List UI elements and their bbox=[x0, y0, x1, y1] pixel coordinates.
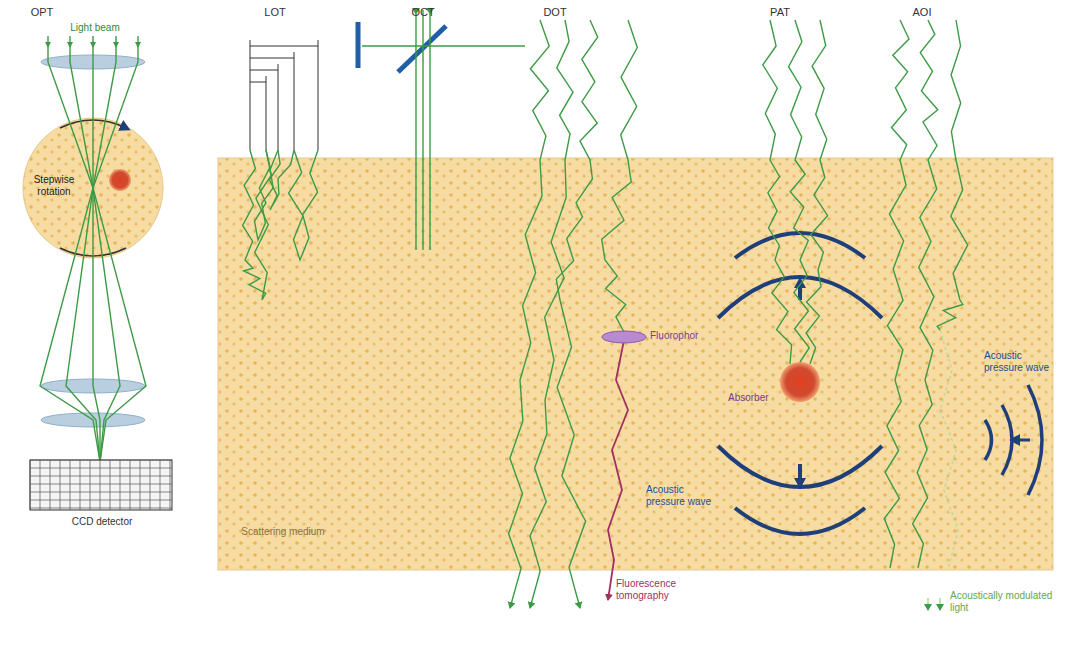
detector-label: CCD detector bbox=[40, 516, 164, 528]
light-path bbox=[269, 150, 294, 210]
light-path bbox=[255, 150, 279, 240]
beam-label: Light beam bbox=[60, 22, 130, 34]
lot-brackets bbox=[250, 40, 318, 150]
scattering-tissue bbox=[218, 158, 1053, 570]
light-path bbox=[289, 150, 318, 260]
column-title: OPT bbox=[30, 6, 54, 19]
light-path bbox=[556, 20, 597, 608]
opt-setup bbox=[23, 36, 172, 510]
rotating-sample: Stepwise rotation bbox=[23, 118, 163, 258]
column-title: OCT bbox=[406, 6, 440, 19]
fluorophor bbox=[602, 331, 646, 600]
light-path bbox=[509, 20, 550, 608]
column-title: AOI bbox=[905, 6, 939, 19]
tissue-region: Scattering medium bbox=[218, 158, 1053, 570]
fluorescence-label: Fluorescence tomography bbox=[616, 578, 706, 601]
column-title: DOT bbox=[538, 6, 572, 19]
light-path bbox=[806, 20, 828, 364]
column-title: PAT bbox=[763, 6, 797, 19]
light-path bbox=[884, 20, 909, 568]
node-label: Scattering medium bbox=[228, 526, 338, 538]
modulated-light-label: Acoustically modulated light bbox=[950, 590, 1060, 613]
column-title: LOT bbox=[258, 6, 292, 19]
wave-label: Acoustic pressure wave bbox=[646, 484, 714, 507]
node-label: Stepwise rotation bbox=[27, 174, 81, 197]
light-path bbox=[789, 20, 810, 362]
absorber-label: Absorber bbox=[728, 392, 784, 404]
light-path bbox=[530, 20, 573, 608]
light-path bbox=[913, 20, 938, 568]
wave-label: Acoustic pressure wave bbox=[984, 350, 1054, 373]
light-path bbox=[763, 20, 792, 364]
fluorophor-label: Fluorophor bbox=[650, 330, 720, 342]
light-path bbox=[937, 20, 968, 330]
oct-interferometer bbox=[358, 10, 525, 250]
light-path bbox=[602, 20, 638, 332]
pat-waves bbox=[718, 233, 882, 534]
